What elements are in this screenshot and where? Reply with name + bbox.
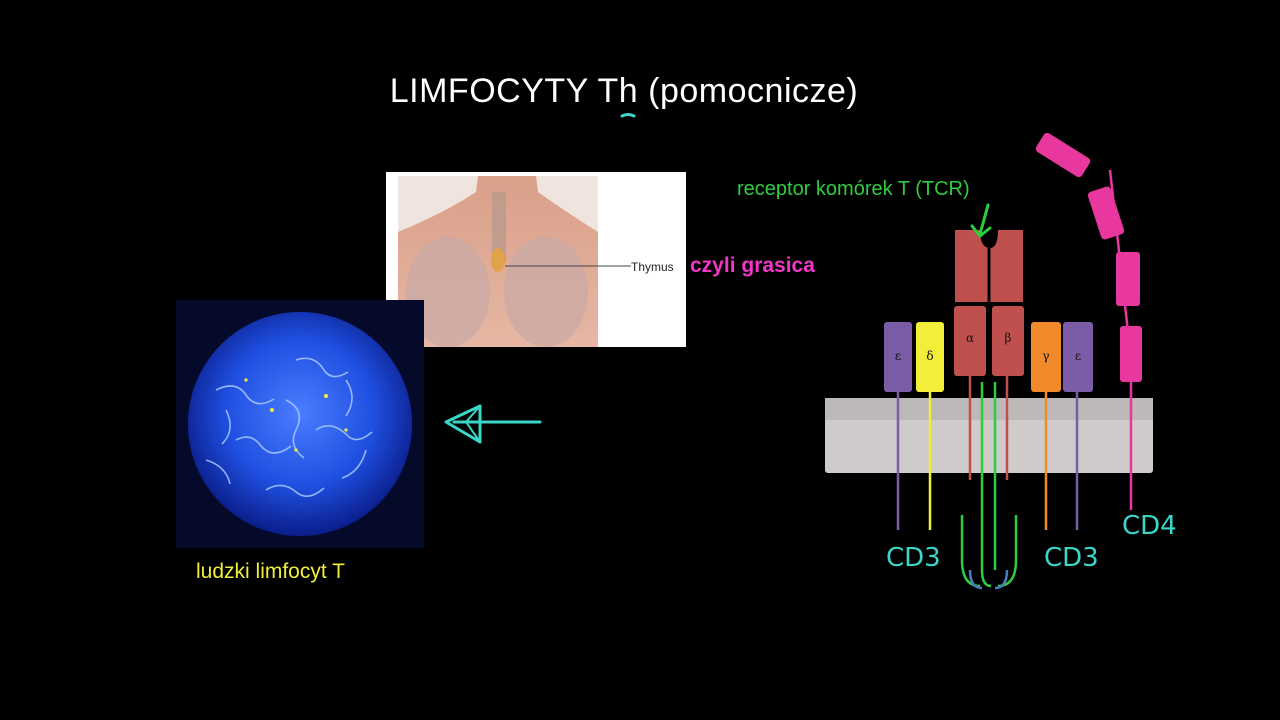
subunit-label: ε: [1075, 349, 1081, 363]
tcr-beta-top: [990, 230, 1023, 302]
tcr-receptor-diagram: ε δ α β γ ε CD3 CD3 CD4: [825, 132, 1177, 590]
subunit-label: α: [966, 331, 974, 345]
tcr-label: receptor komórek T (TCR): [737, 178, 970, 200]
page-title: LIMFOCYTY Th (pomocnicze): [389, 72, 859, 110]
cd3-left-label: CD3: [886, 543, 941, 573]
arrow-left-icon: [444, 404, 542, 444]
chest-illustration: [398, 176, 631, 347]
subunit-label: β: [1005, 331, 1012, 345]
cd4-molecule: [1035, 132, 1142, 382]
thymus-tag: Thymus: [631, 260, 674, 274]
cd3-delta: [916, 322, 944, 392]
cd3-gamma: [1031, 322, 1061, 392]
cd3-epsilon-right: [1063, 322, 1093, 392]
cell-caption: ludzki limfocyt T: [196, 560, 345, 583]
cd3-epsilon-left: [884, 322, 912, 392]
thymus-note: czyli grasica: [690, 254, 815, 277]
subunit-label: δ: [926, 349, 933, 363]
tcr-alpha-top: [955, 230, 990, 302]
t-cell-image: [176, 300, 424, 548]
tcr-beta: [992, 306, 1024, 376]
t-cell-micrograph: [188, 312, 412, 536]
tcr-alpha: [954, 306, 986, 376]
tcr-arrow-icon: [970, 203, 992, 239]
thymus-image: [386, 172, 686, 347]
cd4-label: CD4: [1122, 511, 1177, 541]
subunit-label: ε: [895, 349, 901, 363]
cd3-right-label: CD3: [1044, 543, 1099, 573]
subunit-label: γ: [1042, 349, 1049, 363]
